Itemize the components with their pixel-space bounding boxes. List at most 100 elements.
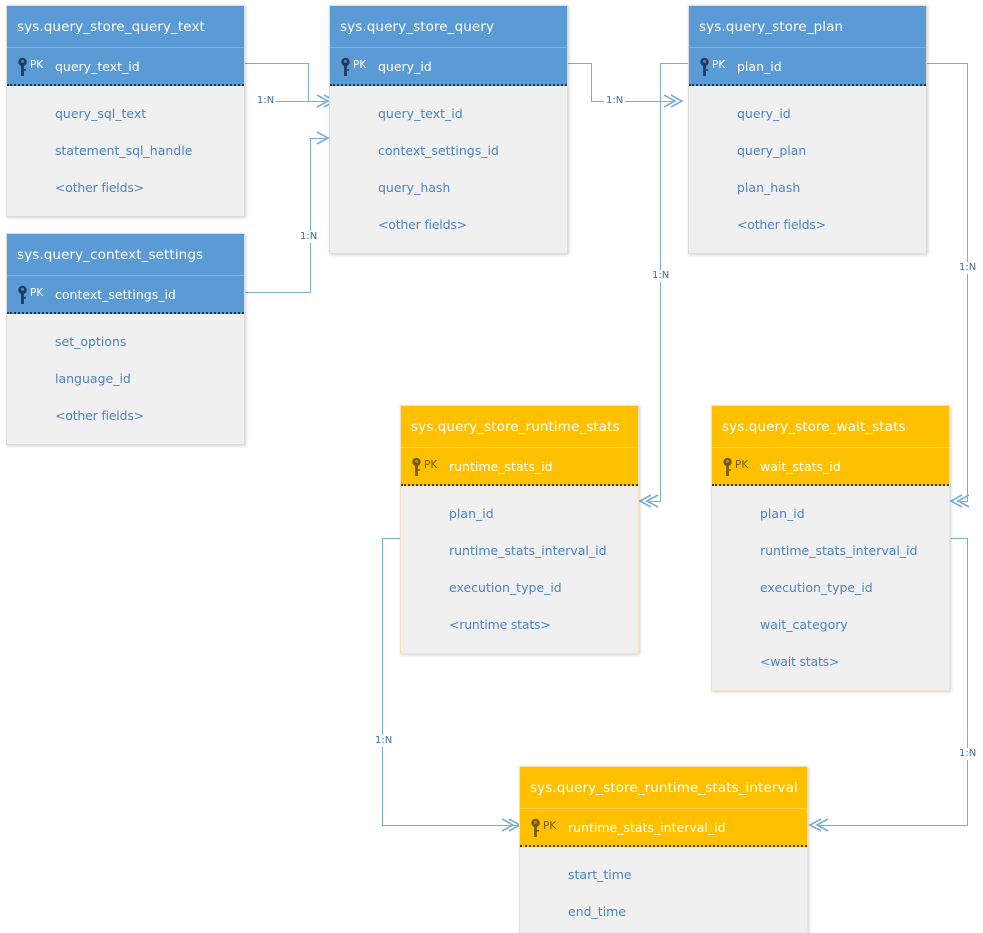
field-row: plan_hash [737,180,801,195]
connector-r6-seg1 [382,538,401,539]
field-row: <runtime stats> [449,617,551,632]
field-row: statement_sql_handle [55,143,193,158]
entity-query-store-runtime-stats[interactable]: sys.query_store_runtime_stats PK runtime… [400,405,639,654]
connector-r3-seg1 [568,63,592,64]
field-row: query_text_id [378,106,463,121]
connector-r5-arrowhead [949,494,970,508]
entity-fields: query_id query_plan plan_hash <other fie… [689,86,926,253]
entity-fields: set_options language_id <other fields> [7,314,244,444]
pk-cell: PK [411,448,437,486]
field-row: query_id [737,106,791,121]
entity-title: sys.query_store_wait_stats [712,406,949,448]
entity-query-store-wait-stats[interactable]: sys.query_store_wait_stats PK wait_stats… [711,405,950,691]
pk-cell: PK [17,276,43,314]
entity-pk-row: PK query_text_id [7,48,244,86]
field-row: <other fields> [55,408,144,423]
connector-r4-seg1 [660,63,690,64]
pk-badge: PK [712,58,726,71]
key-icon [412,457,421,476]
entity-pk-row: PK context_settings_id [7,276,244,314]
connector-r3-seg2 [591,63,592,101]
field-row: context_settings_id [378,143,499,158]
field-row: execution_type_id [449,580,562,595]
entity-fields: plan_id runtime_stats_interval_id execut… [401,486,638,653]
connector-r4-arrowhead [638,494,659,508]
entity-pk-row: PK runtime_stats_id [401,448,638,486]
entity-fields: start_time end_time [520,847,807,933]
entity-fields: query_text_id context_settings_id query_… [330,86,567,253]
key-icon [18,285,27,304]
field-row: plan_id [449,506,494,521]
pk-cell: PK [722,448,748,486]
field-row: language_id [55,371,131,386]
entity-title: sys.query_store_query [330,6,567,48]
field-row: start_time [568,867,632,882]
connector-r7-seg2 [967,538,968,825]
connector-r5-seg1 [926,63,968,64]
connector-r3-seg3 [591,101,673,102]
pk-field-name: query_id [378,59,432,74]
cardinality-label-r4: 1:N [650,270,672,282]
entity-query-context-settings[interactable]: sys.query_context_settings PK context_se… [6,233,245,445]
pk-field-name: runtime_stats_interval_id [568,820,726,835]
pk-field-name: runtime_stats_id [449,459,553,474]
field-row: query_plan [737,143,807,158]
entity-pk-row: PK wait_stats_id [712,448,949,486]
connector-r4-seg3 [646,501,661,502]
entity-title: sys.query_store_runtime_stats_interval [520,767,807,809]
pk-cell: PK [530,809,556,847]
connector-r6-seg2 [382,538,383,825]
cardinality-label-r3: 1:N [604,95,626,107]
entity-title: sys.query_store_plan [689,6,926,48]
entity-query-store-query-text[interactable]: sys.query_store_query_text PK query_text… [6,5,245,217]
connector-r1-seg3 [275,101,328,102]
field-row: set_options [55,334,127,349]
connector-r6-seg3 [382,825,520,826]
field-row: wait_category [760,617,848,632]
field-row: end_time [568,904,627,919]
entity-query-store-plan[interactable]: sys.query_store_plan PK plan_id query_id… [688,5,927,254]
connector-r5-seg2 [967,63,968,502]
cardinality-label-r7: 1:N [957,748,979,760]
connector-r2-seg2 [310,138,311,292]
field-row: execution_type_id [760,580,873,595]
entity-pk-row: PK query_id [330,48,567,86]
pk-badge: PK [424,458,438,471]
connector-r7-seg3 [818,825,968,826]
field-row: <other fields> [55,180,144,195]
entity-pk-row: PK runtime_stats_interval_id [520,809,807,847]
connector-r1-seg1 [245,63,309,64]
key-icon [723,457,732,476]
pk-cell: PK [699,48,725,86]
connector-r3-arrowhead [663,94,684,108]
entity-query-store-runtime-stats-interval[interactable]: sys.query_store_runtime_stats_interval P… [519,766,808,933]
entity-title: sys.query_store_runtime_stats [401,406,638,448]
connector-r5-seg3 [957,501,968,502]
key-icon [700,57,709,76]
entity-title: sys.query_context_settings [7,234,244,276]
pk-badge: PK [543,819,557,832]
connector-r7-seg1 [951,538,968,539]
cardinality-label-r2: 1:N [298,231,320,243]
pk-badge: PK [735,458,749,471]
entity-query-store-query[interactable]: sys.query_store_query PK query_id query_… [329,5,568,254]
key-icon [18,57,27,76]
connector-r1-seg2 [308,63,309,101]
connector-r2-arrowhead [316,131,330,145]
pk-badge: PK [353,58,367,71]
field-row: runtime_stats_interval_id [449,543,607,558]
pk-badge: PK [30,286,44,299]
cardinality-label-r5: 1:N [957,262,979,274]
field-row: <other fields> [378,217,467,232]
cardinality-label-r1: 1:N [255,95,277,107]
pk-badge: PK [30,58,44,71]
cardinality-label-r6: 1:N [373,735,395,747]
entity-pk-row: PK plan_id [689,48,926,86]
key-icon [341,57,350,76]
field-row: query_hash [378,180,451,195]
connector-r7-arrowhead [808,818,829,832]
pk-field-name: query_text_id [55,59,140,74]
field-row: query_sql_text [55,106,147,121]
connector-r2-seg3 [310,138,328,139]
